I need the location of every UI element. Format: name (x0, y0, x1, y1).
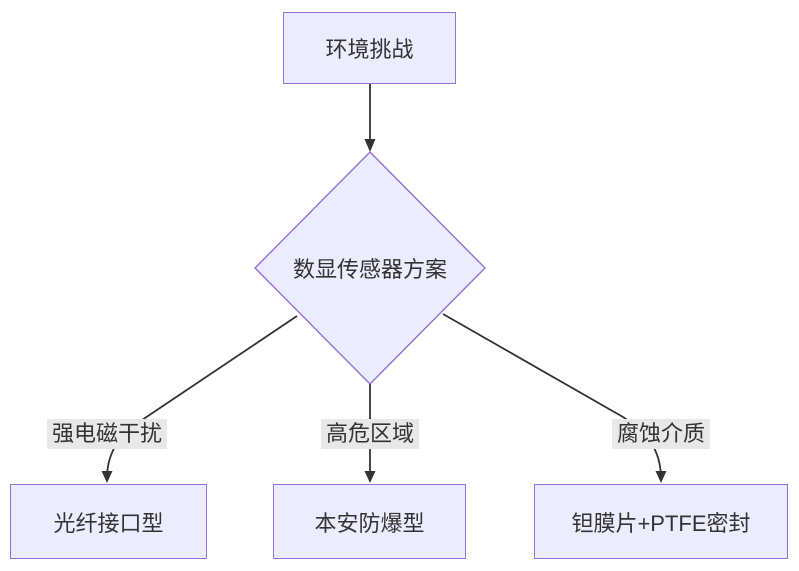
edge-label-corrosive: 腐蚀介质 (611, 419, 711, 449)
node-tantalum-label: 钽膜片+PTFE密封 (571, 510, 751, 536)
edge-decision-to-fiber (106, 315, 298, 477)
edge-label-emi: 强电磁干扰 (46, 419, 168, 449)
node-root-label: 环境挑战 (325, 37, 414, 62)
node-fiber-label: 光纤接口型 (53, 510, 164, 536)
arrowhead-decision (364, 139, 376, 152)
node-fiber: 光纤接口型 (10, 484, 207, 559)
node-tantalum: 钽膜片+PTFE密封 (534, 484, 788, 559)
arrowhead-tantalum (655, 471, 667, 483)
arrowhead-fiber (101, 471, 113, 483)
arrowhead-intrinsic (364, 471, 376, 483)
node-decision-label: 数显传感器方案 (292, 257, 448, 282)
node-intrinsic: 本安防爆型 (273, 484, 466, 559)
edge-decision-to-tantalum (442, 313, 662, 477)
edge-label-hazard: 高危区域 (320, 419, 420, 449)
node-intrinsic-label: 本安防爆型 (314, 510, 425, 536)
node-root: 环境挑战 (283, 12, 456, 84)
